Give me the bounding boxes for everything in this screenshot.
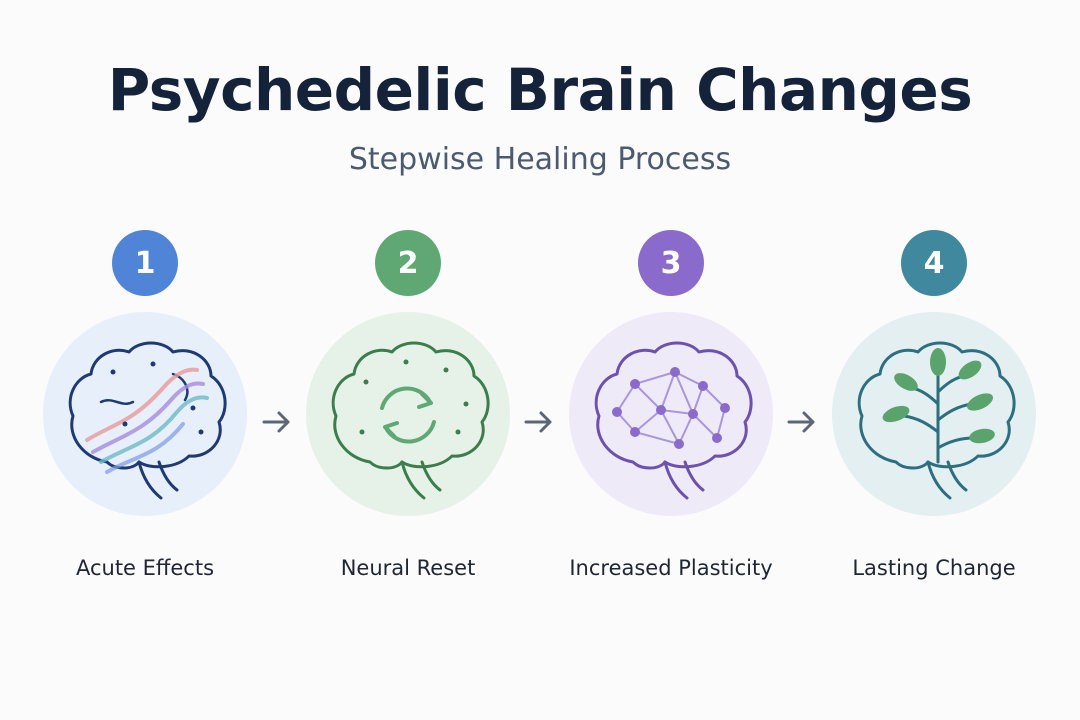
brain-waves-icon [68,341,227,500]
brain-tree-icon [857,341,1016,500]
step-label: Acute Effects [75,556,215,580]
brain-reset-icon [331,341,490,500]
step-icon-disc [569,312,773,516]
page-subtitle: Stepwise Healing Process [348,142,732,177]
step-number-badge: 1 [112,230,178,296]
arrow-right-icon [524,411,552,433]
brain-network-icon [594,341,753,500]
step-acute-effects: 1 Acute Effects [15,0,275,720]
step-number-badge: 4 [901,230,967,296]
step-icon-disc [832,312,1036,516]
step-number-badge: 3 [638,230,704,296]
arrow-right-icon [787,411,815,433]
arrow-right-icon [262,411,290,433]
step-label: Lasting Change [852,556,1016,580]
step-icon-disc [306,312,510,516]
step-label: Neural Reset [340,556,476,580]
step-lasting-change: 4 Lasting Change [804,0,1064,720]
step-increased-plasticity: 3 [541,0,801,720]
page-title: Psychedelic Brain Changes [107,56,973,124]
step-number-badge: 2 [375,230,441,296]
step-label: Increased Plasticity [569,556,773,580]
step-icon-disc [43,312,247,516]
step-neural-reset: 2 Neural Reset [278,0,538,720]
